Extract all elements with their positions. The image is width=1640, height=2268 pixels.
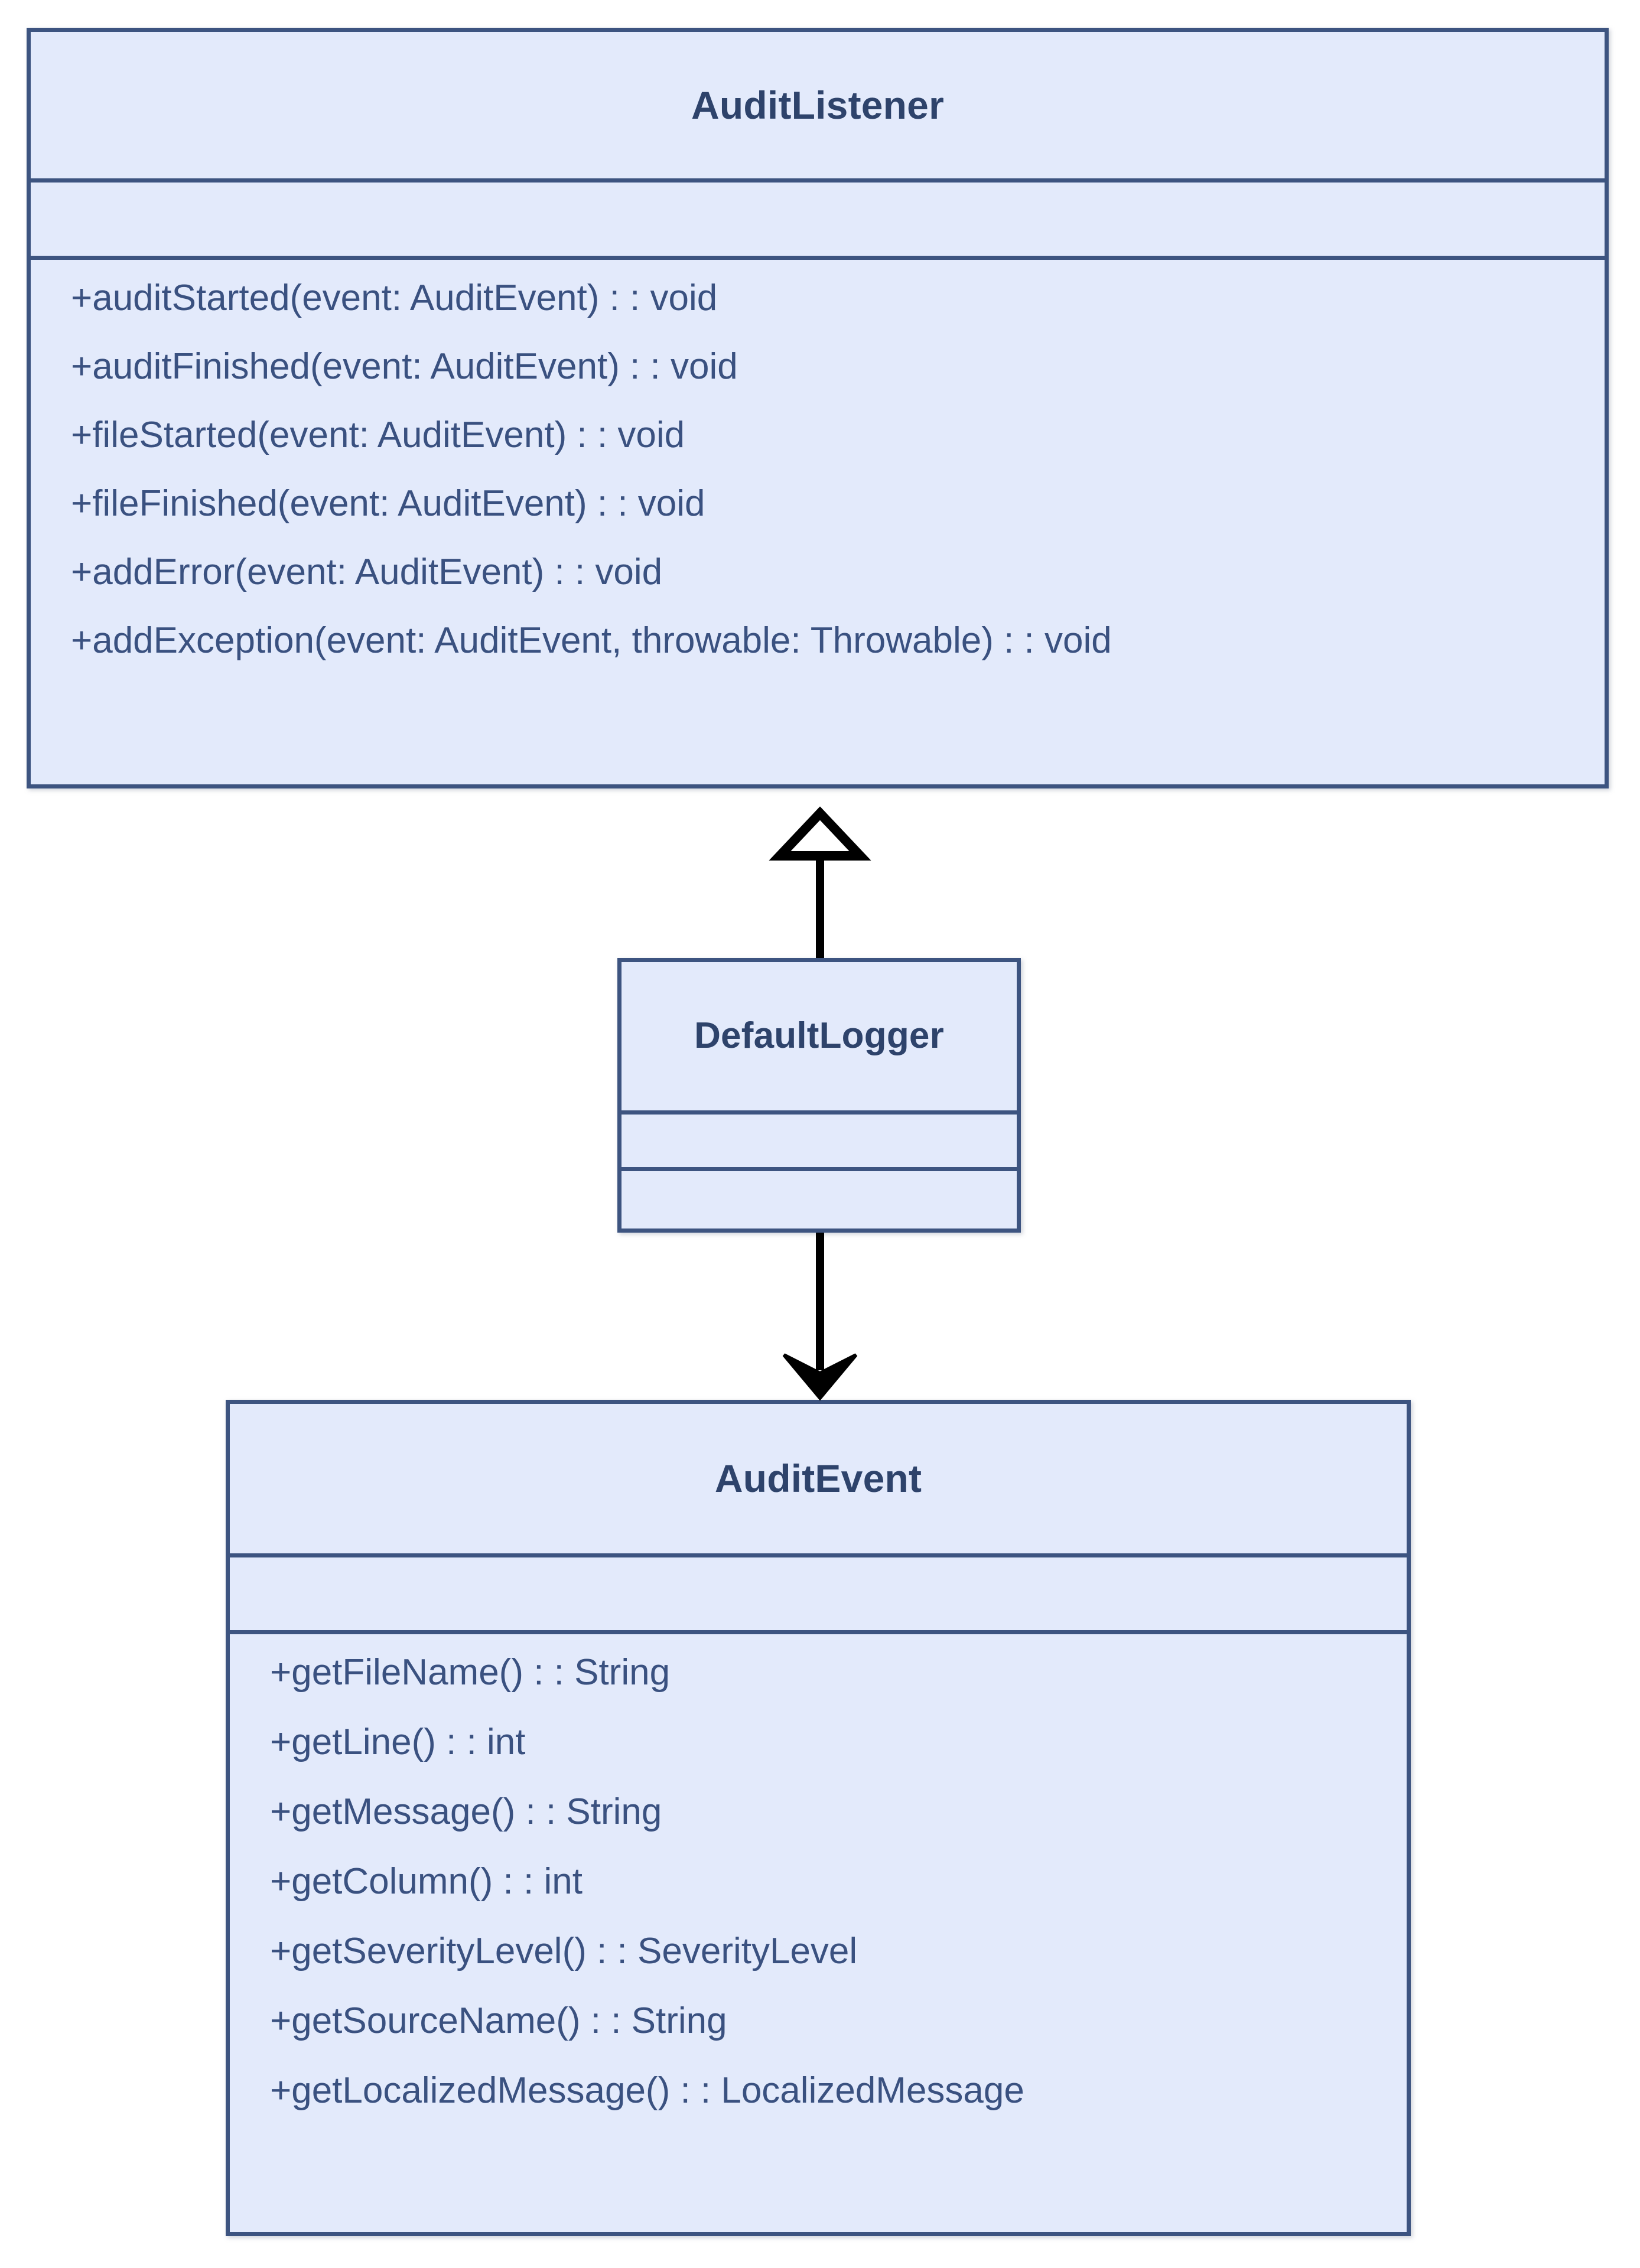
filled-arrowhead-icon <box>782 1353 858 1401</box>
class-title-compartment-audit-event: AuditEvent <box>230 1404 1407 1553</box>
class-method: +getFileName() : : String <box>270 1652 671 1693</box>
class-method: +addError(event: AuditEvent) : : void <box>71 552 663 592</box>
class-name-audit-listener: AuditListener <box>691 83 944 127</box>
class-method: +getLocalizedMessage() : : LocalizedMess… <box>270 2070 1024 2111</box>
class-method: +addException(event: AuditEvent, throwab… <box>71 620 1112 661</box>
class-method: +getSourceName() : : String <box>270 2000 727 2041</box>
class-methods-compartment-audit-event: +getFileName() : : String +getLine() : :… <box>230 1630 1407 2232</box>
generalization-arrow-default-logger-to-audit-listener[interactable] <box>769 806 871 958</box>
class-attributes-compartment-audit-event <box>230 1553 1407 1630</box>
class-methods-compartment-audit-listener: +auditStarted(event: AuditEvent) : : voi… <box>31 256 1605 780</box>
class-method: +auditFinished(event: AuditEvent) : : vo… <box>71 346 738 387</box>
class-title-compartment-audit-listener: AuditListener <box>31 32 1605 178</box>
class-method: +getMessage() : : String <box>270 1791 662 1832</box>
class-attributes-compartment-default-logger <box>621 1110 1017 1167</box>
class-method: +fileFinished(event: AuditEvent) : : voi… <box>71 483 705 524</box>
class-title-compartment-default-logger: DefaultLogger <box>621 962 1017 1110</box>
hollow-triangle-arrowhead-icon <box>769 806 871 861</box>
class-box-default-logger[interactable]: DefaultLogger <box>617 958 1021 1233</box>
class-method: +getColumn() : : int <box>270 1861 583 1902</box>
class-method: +fileStarted(event: AuditEvent) : : void <box>71 415 685 455</box>
class-name-audit-event: AuditEvent <box>714 1456 922 1501</box>
class-attributes-compartment-audit-listener <box>31 178 1605 256</box>
class-method: +getSeverityLevel() : : SeverityLevel <box>270 1931 858 1972</box>
class-box-audit-listener[interactable]: AuditListener +auditStarted(event: Audit… <box>27 28 1609 788</box>
association-arrow-default-logger-to-audit-event[interactable] <box>782 1233 858 1401</box>
class-method: +auditStarted(event: AuditEvent) : : voi… <box>71 278 718 318</box>
class-methods-compartment-default-logger <box>621 1167 1017 1224</box>
class-method: +getLine() : : int <box>270 1722 526 1762</box>
class-name-default-logger: DefaultLogger <box>694 1015 944 1057</box>
class-box-audit-event[interactable]: AuditEvent +getFileName() : : String +ge… <box>226 1400 1411 2236</box>
